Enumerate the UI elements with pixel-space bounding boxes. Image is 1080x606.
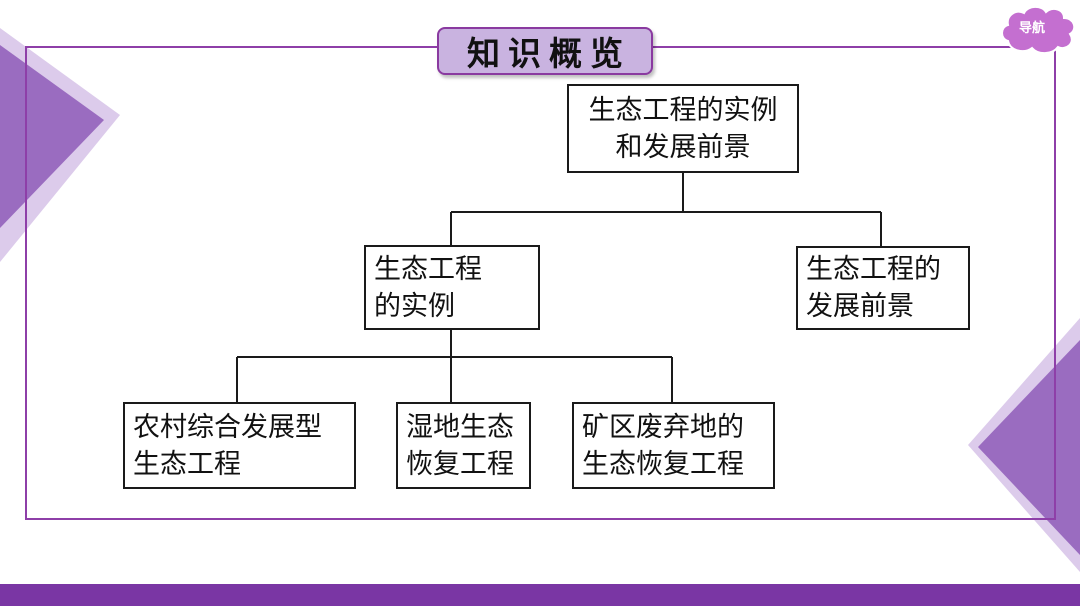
node-root: 生态工程的实例 和发展前景 [567,84,799,173]
node-examples: 生态工程 的实例 [364,245,540,330]
page-title: 知识概览 [437,27,653,75]
node-wetland-line1: 湿地生态 [406,411,514,443]
node-prospects: 生态工程的 发展前景 [796,246,970,330]
cloud-icon [1001,5,1076,55]
nav-label: 导航 [1018,21,1045,36]
node-mine-line1: 矿区废弃地的 [582,411,744,443]
node-prospects-line1: 生态工程的 [806,254,941,285]
node-root-line1: 生态工程的实例 [588,94,778,126]
node-wetland: 湿地生态 恢复工程 [396,402,531,489]
node-rural-line2: 生态工程 [133,448,241,480]
node-examples-line2: 的实例 [374,290,455,322]
node-root-line2: 和发展前景 [615,131,751,163]
node-examples-line1: 生态工程 [374,253,482,285]
node-prospects-line2: 发展前景 [806,291,914,322]
node-mine-line2: 生态恢复工程 [582,448,744,480]
page-title-text: 知识概览 [467,34,631,73]
node-mine: 矿区废弃地的 生态恢复工程 [572,402,775,489]
bottom-bar [0,584,1080,606]
node-rural-line1: 农村综合发展型 [133,411,322,443]
node-rural: 农村综合发展型 生态工程 [123,402,356,489]
nav-button[interactable]: 导航 [996,3,1080,55]
node-wetland-line2: 恢复工程 [406,448,514,480]
